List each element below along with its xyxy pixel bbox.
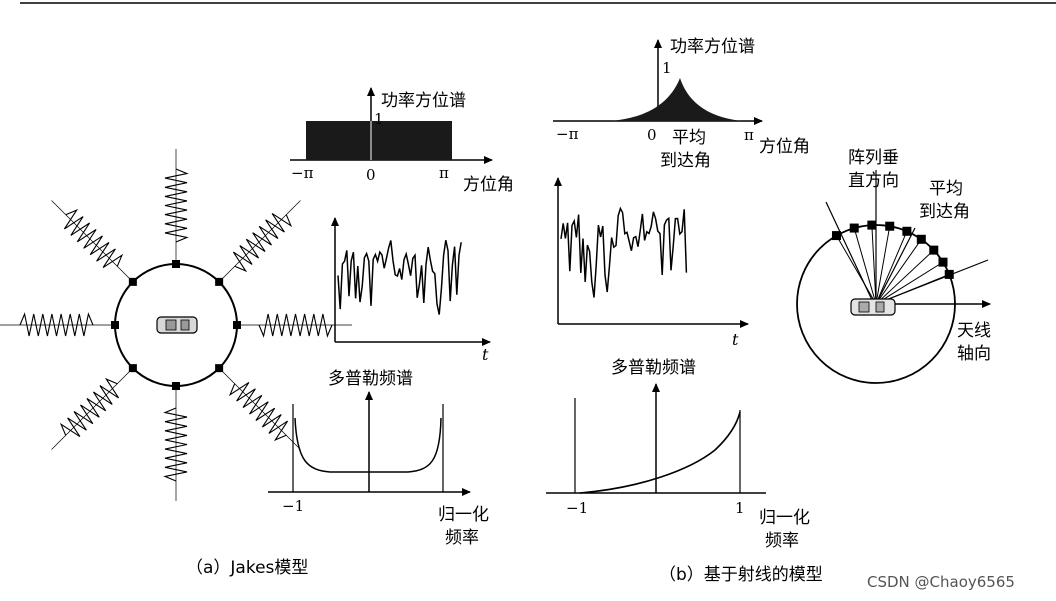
mean-aoa-line: [875, 227, 916, 305]
left-tick-zero: 0: [366, 166, 376, 184]
right-doppler-label-1: 归一化: [759, 508, 810, 528]
scatterer-point: [849, 223, 859, 233]
left-doppler-tick-neg1: −1: [282, 497, 304, 515]
wave-spring: [258, 313, 333, 338]
right-time-label: t: [732, 330, 739, 349]
scatterer-point: [938, 257, 948, 267]
car-icon: [850, 298, 896, 316]
scatterer-points: [111, 260, 241, 390]
ray: [875, 261, 944, 305]
ray-array-diagram: [796, 170, 991, 384]
right-tick-pi: π: [744, 126, 754, 144]
left-tick-one: 1: [374, 110, 384, 128]
ray: [836, 235, 877, 305]
scatterer-point: [215, 277, 224, 286]
wave-spring: [228, 381, 289, 442]
right-mean-label-2: 到达角: [660, 151, 711, 171]
left-doppler-label-1: 归一化: [438, 505, 489, 525]
right-caption: （b）基于射线的模型: [659, 565, 823, 585]
fading-signal: [560, 206, 688, 298]
watermark: CSDN @Chaoy6565: [867, 573, 1015, 591]
right-doppler-spectrum: [546, 383, 766, 494]
right-tick-one: 1: [662, 59, 672, 77]
left-doppler-title: 多普勒频谱: [328, 369, 413, 389]
scatterer-point: [128, 364, 137, 373]
right-power-azimuth-spectrum: [553, 39, 763, 125]
scatterer-springs: [0, 149, 352, 501]
ray: [875, 231, 908, 305]
left-tick-pi: π: [439, 164, 449, 182]
left-caption: （a）Jakes模型: [186, 558, 308, 578]
right-time-signal-plot: [554, 177, 749, 328]
wave-spring: [163, 407, 188, 482]
aoa-label-2: 到达角: [919, 202, 970, 222]
asymmetric-doppler-curve: [579, 411, 741, 494]
wave-spring: [19, 312, 94, 337]
left-azimuth-label: 方位角: [463, 175, 514, 195]
ray: [875, 249, 935, 305]
ray: [875, 239, 922, 305]
scatterer-point: [172, 260, 180, 268]
aoa-label-1: 平均: [929, 179, 963, 199]
scatterer-points: [832, 220, 954, 279]
wave-spring: [59, 377, 120, 438]
left-doppler-spectrum: [268, 391, 471, 496]
laplacian-peak: [612, 78, 742, 121]
antenna-axis-label-1: 天线: [957, 321, 991, 341]
wave-spring: [63, 208, 124, 269]
scatterer-point: [902, 226, 912, 236]
right-azimuth-label: 方位角: [759, 137, 810, 157]
array-normal-label-1: 阵列垂: [848, 148, 899, 168]
scatterer-point: [111, 321, 119, 329]
car-icon: [156, 316, 198, 334]
scatterer-point: [885, 221, 895, 231]
left-time-signal-plot: [331, 217, 491, 346]
wave-spring: [232, 212, 293, 273]
right-doppler-title: 多普勒频谱: [611, 358, 696, 378]
scatterer-point: [128, 277, 137, 286]
left-spectrum-title: 功率方位谱: [381, 91, 466, 111]
right-mean-label-1: 平均: [672, 128, 706, 148]
uniform-spectrum-block: [306, 121, 452, 160]
spring-axis: [218, 367, 301, 450]
spring-axis: [51, 367, 134, 450]
scatterer-point: [215, 364, 224, 373]
bathtub-curve: [294, 417, 442, 473]
scatterer-point: [172, 382, 180, 390]
ray: [871, 225, 877, 305]
ray-lines: [836, 225, 950, 305]
spring-axis: [218, 200, 301, 283]
antenna-axis-label-2: 轴向: [957, 344, 991, 364]
jakes-ring-diagram: [0, 149, 352, 501]
right-spectrum-title: 功率方位谱: [670, 37, 755, 57]
right-doppler-tick-1: 1: [735, 499, 745, 517]
left-doppler-label-2: 频率: [445, 528, 479, 548]
right-tick-zero: 0: [647, 126, 657, 144]
ray: [853, 227, 877, 305]
ray: [875, 226, 891, 305]
left-time-label: t: [482, 345, 489, 364]
scatterer-point: [233, 321, 241, 329]
left-tick-neg-pi: −π: [291, 164, 314, 182]
right-tick-neg-pi: −π: [556, 125, 579, 143]
scatterer-point: [867, 220, 877, 230]
scatterer-point: [916, 234, 926, 244]
extended-ray: [875, 259, 989, 305]
scatterer-point: [944, 269, 954, 279]
scatterer-point: [929, 245, 939, 255]
reference-line-left: [825, 201, 873, 301]
spring-axis: [51, 200, 134, 283]
scatterer-point: [832, 231, 841, 241]
right-doppler-tick-neg1: −1: [566, 499, 588, 517]
fading-signal: [337, 240, 462, 315]
wave-spring: [164, 168, 189, 243]
right-doppler-label-2: 频率: [765, 531, 799, 551]
array-normal-label-2: 直方向: [848, 171, 899, 191]
left-power-azimuth-spectrum: [290, 87, 493, 164]
